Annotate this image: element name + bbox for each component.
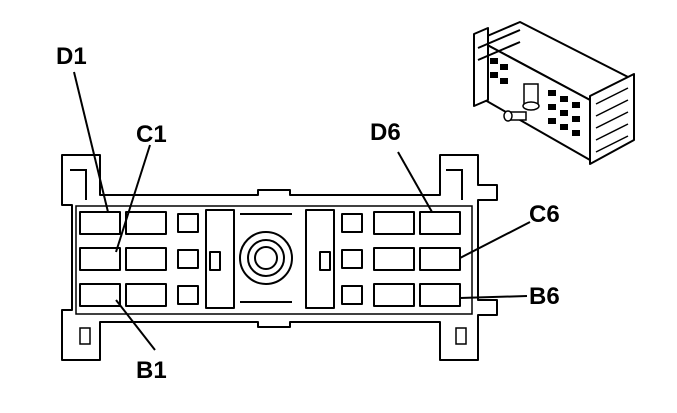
cavity-d3 — [177, 213, 199, 233]
label-c1: C1 — [136, 121, 167, 148]
leader-c6 — [459, 221, 531, 259]
connector-iso-view — [473, 21, 635, 165]
connector-face-view — [61, 154, 498, 361]
cavity-b3 — [177, 285, 199, 305]
leader-c1 — [115, 144, 151, 253]
cavity-d2 — [125, 211, 167, 235]
cavity-b6 — [419, 283, 461, 307]
cavity-d6 — [419, 211, 461, 235]
leader-b1 — [115, 299, 156, 351]
cavity-d5 — [373, 211, 415, 235]
cavity-c3 — [177, 249, 199, 269]
cavity-c2 — [125, 247, 167, 271]
cavity-c5 — [373, 247, 415, 271]
cavity-c1 — [79, 247, 121, 271]
cavity-d4 — [341, 213, 363, 233]
cavity-c4 — [341, 249, 363, 269]
cavity-b1 — [79, 283, 121, 307]
callout-lines — [73, 71, 531, 351]
cavity-d1 — [79, 211, 121, 235]
cavity-c6 — [419, 247, 461, 271]
label-d1: D1 — [56, 43, 87, 70]
label-d6: D6 — [370, 119, 401, 146]
cavity-b2 — [125, 283, 167, 307]
label-b6: B6 — [529, 283, 560, 310]
label-b1: B1 — [136, 357, 167, 384]
leader-b6 — [459, 295, 528, 299]
leader-d1 — [73, 71, 109, 213]
leader-d6 — [397, 151, 433, 213]
label-c6: C6 — [529, 201, 560, 228]
cavity-b4 — [341, 285, 363, 305]
cavity-b5 — [373, 283, 415, 307]
